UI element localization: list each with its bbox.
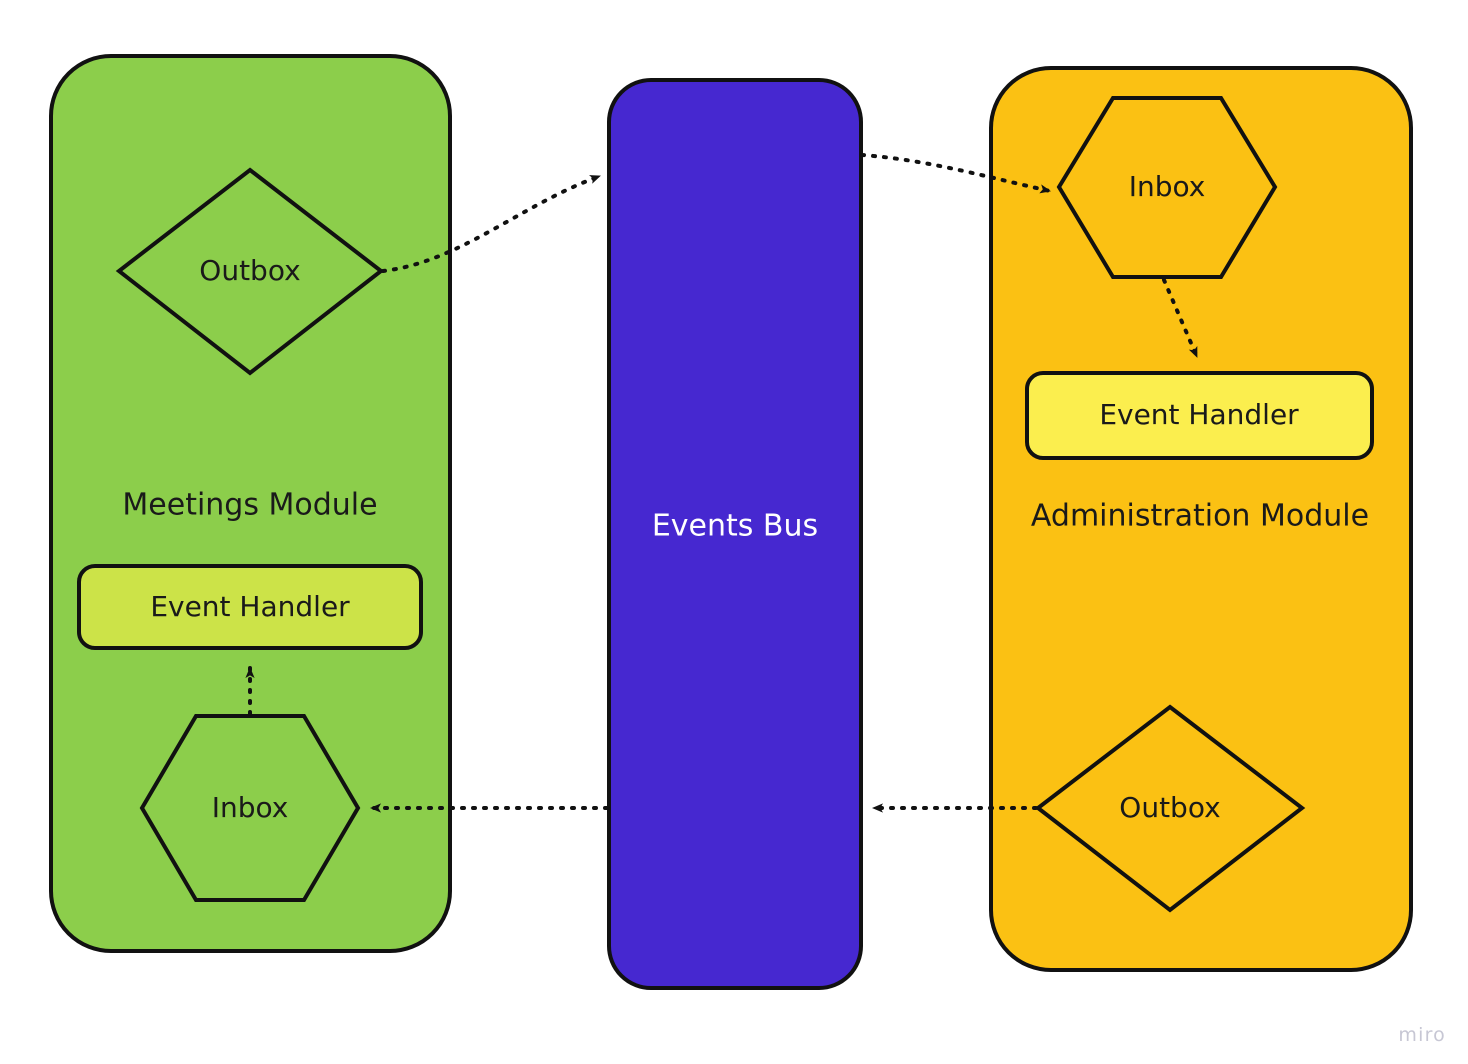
administration-event-handler-node[interactable]: Event Handler [1025, 371, 1374, 460]
rounded-rect-shape[interactable] [1025, 371, 1374, 460]
administration-module-label: Administration Module [1031, 499, 1369, 534]
administration-inbox-label: Inbox [1129, 170, 1206, 203]
administration-inbox-node[interactable]: Inbox [1056, 96, 1278, 279]
diamond-shape[interactable] [115, 167, 385, 376]
meetings-module-label: Meetings Module [122, 488, 377, 523]
module-meetings[interactable]: Meetings Module Outbox Event Handler Inb… [49, 54, 452, 953]
administration-outbox-node[interactable]: Outbox [1034, 704, 1306, 913]
module-administration[interactable]: Administration Module Inbox Event Handle… [989, 66, 1413, 972]
hexagon-shape[interactable] [139, 714, 361, 902]
events-bus-container[interactable] [607, 78, 863, 990]
miro-watermark: miro [1398, 1024, 1446, 1046]
meetings-event-handler-label: Event Handler [150, 590, 350, 623]
administration-module-container[interactable] [989, 66, 1413, 972]
meetings-inbox-label: Inbox [212, 791, 289, 824]
administration-outbox-label: Outbox [1119, 791, 1220, 824]
meetings-outbox-node[interactable]: Outbox [115, 167, 385, 376]
connector-administration-inbox-to-handler [1162, 278, 1199, 359]
administration-event-handler-label: Event Handler [1099, 398, 1299, 431]
meetings-inbox-node[interactable]: Inbox [139, 714, 361, 902]
meetings-module-container[interactable] [49, 54, 452, 953]
meetings-event-handler-node[interactable]: Event Handler [77, 564, 423, 650]
module-events-bus[interactable]: Events Bus [607, 78, 863, 990]
events-bus-label: Events Bus [652, 509, 818, 544]
connector-bus-to-administration-inbox [860, 153, 1052, 194]
meetings-outbox-label: Outbox [199, 254, 300, 287]
diamond-shape[interactable] [1034, 704, 1306, 913]
hexagon-shape[interactable] [1056, 96, 1278, 279]
rounded-rect-shape[interactable] [77, 564, 423, 650]
